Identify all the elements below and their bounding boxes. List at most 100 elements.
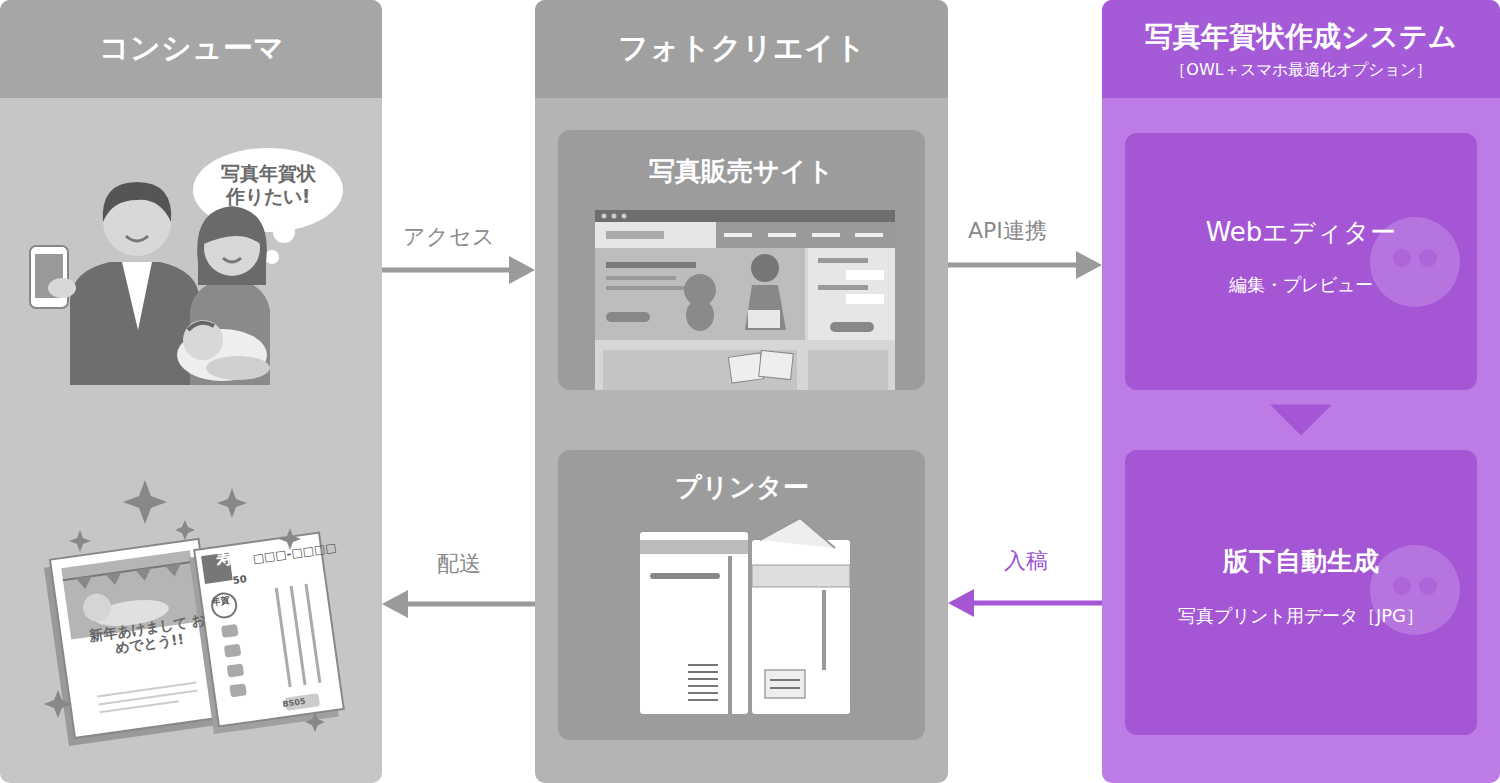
illustration-rect [724, 233, 752, 237]
illustration-rect [229, 683, 247, 697]
illustration-rect [759, 350, 794, 379]
illustration-rect [855, 233, 883, 237]
node-title: 写真販売サイト [649, 156, 834, 187]
illustration-path [70, 262, 200, 385]
illustration-path [276, 584, 320, 687]
illustration-rect [595, 210, 895, 222]
illustration-rect [822, 590, 826, 670]
illustration-circle [1419, 577, 1437, 595]
arrow-head [382, 590, 408, 618]
node-title: 写真年賀状 作りたい! [218, 162, 318, 208]
illustration-path [197, 206, 267, 285]
illustration-circle [1393, 249, 1411, 267]
node-title: Webエディター [1206, 217, 1397, 248]
illustration-circle [81, 592, 113, 624]
illustration-rect [728, 556, 732, 714]
illustration-circle [183, 320, 223, 360]
node-title: 写真年賀状作成システム [1145, 20, 1457, 54]
illustration-rect [595, 210, 895, 390]
illustration-path [223, 258, 241, 262]
illustration-circle [211, 592, 238, 619]
edge-label: 入稿 [1004, 548, 1048, 573]
arrow-head [948, 589, 974, 617]
illustration-circle [612, 214, 617, 219]
connector [948, 589, 1102, 617]
illustration-path [122, 262, 152, 330]
arrow-head [1076, 251, 1102, 279]
node-subtitle: 編集・プレビュー [1229, 274, 1373, 296]
illustration-path [745, 285, 786, 330]
illustration-path [770, 680, 800, 688]
illustration-rect [752, 540, 850, 714]
illustration-circle [602, 214, 607, 219]
card-text: 50 [232, 573, 247, 586]
node-subtitle: 写真プリント用データ［JPG］ [1178, 605, 1424, 627]
illustration-rect [603, 350, 797, 390]
illustration-ellipse [206, 356, 270, 380]
illustration-circle [751, 254, 779, 282]
illustration-g [188, 533, 344, 735]
illustration-rect [595, 222, 895, 248]
illustration-circle [1419, 249, 1437, 267]
illustration-path [688, 665, 718, 700]
illustration-rect [728, 353, 763, 383]
illustration-rect [640, 540, 748, 554]
illustration-path [126, 236, 148, 241]
illustration-rect [595, 248, 805, 340]
card-text: 寿 [215, 548, 235, 570]
illustration-rect [846, 270, 884, 280]
illustration-path [188, 323, 214, 330]
illustration-rect [606, 286, 686, 290]
illustration-rect [818, 258, 868, 263]
illustration-rect [830, 322, 874, 332]
arrow-head [509, 256, 535, 284]
illustration-rect [748, 310, 780, 328]
swimlane-column: 写真年賀状作成システム ［OWL＋スマホ最適化オプション］ Webエディター編集・プ… [1102, 0, 1500, 783]
node-title: コンシューマ [99, 30, 284, 66]
edge-label: 配送 [437, 551, 481, 576]
edge-label: API連携 [968, 218, 1047, 243]
illustration-rect [808, 350, 888, 390]
illustration-rect [768, 233, 796, 237]
illustration-rect [818, 285, 868, 290]
node-subtitle: ［OWL＋スマホ最適化オプション］ [1170, 60, 1431, 79]
illustration-rect [650, 573, 720, 579]
illustration-circle [273, 221, 295, 243]
illustration-ellipse [686, 299, 714, 331]
illustration-circle [622, 214, 627, 219]
illustration-rect [765, 670, 805, 698]
node-title: フォトクリエイト [618, 30, 866, 66]
connector [382, 590, 535, 618]
illustration-rect [606, 312, 650, 322]
illustration-rect [606, 276, 676, 280]
connector-line [382, 268, 509, 273]
connector-line [948, 263, 1076, 268]
connector-line [408, 602, 535, 607]
illustration-rect [227, 663, 245, 677]
illustration-rect [812, 233, 840, 237]
illustration-rect [716, 222, 895, 248]
illustration-rect [846, 294, 884, 304]
illustration-rect [194, 533, 344, 727]
illustration-rect [640, 532, 748, 714]
illustration-path [97, 683, 198, 713]
illustration-circle [1393, 577, 1411, 595]
connector [948, 251, 1102, 279]
illustration-ellipse [48, 278, 76, 298]
connector-line [974, 601, 1102, 606]
node-title: プリンター [675, 472, 809, 503]
illustration-rect [606, 231, 664, 239]
node-title: 版下自動生成 [1223, 546, 1379, 577]
illustration-rect [30, 246, 68, 308]
illustration-rect [606, 262, 696, 268]
illustration-rect [221, 624, 239, 638]
illustration-path [76, 564, 183, 591]
illustration-path [204, 216, 260, 244]
edge-label: アクセス [403, 224, 495, 249]
illustration-rect [808, 248, 895, 340]
connector [382, 256, 535, 284]
illustration-rect [752, 565, 850, 587]
illustration-rect [224, 644, 242, 658]
